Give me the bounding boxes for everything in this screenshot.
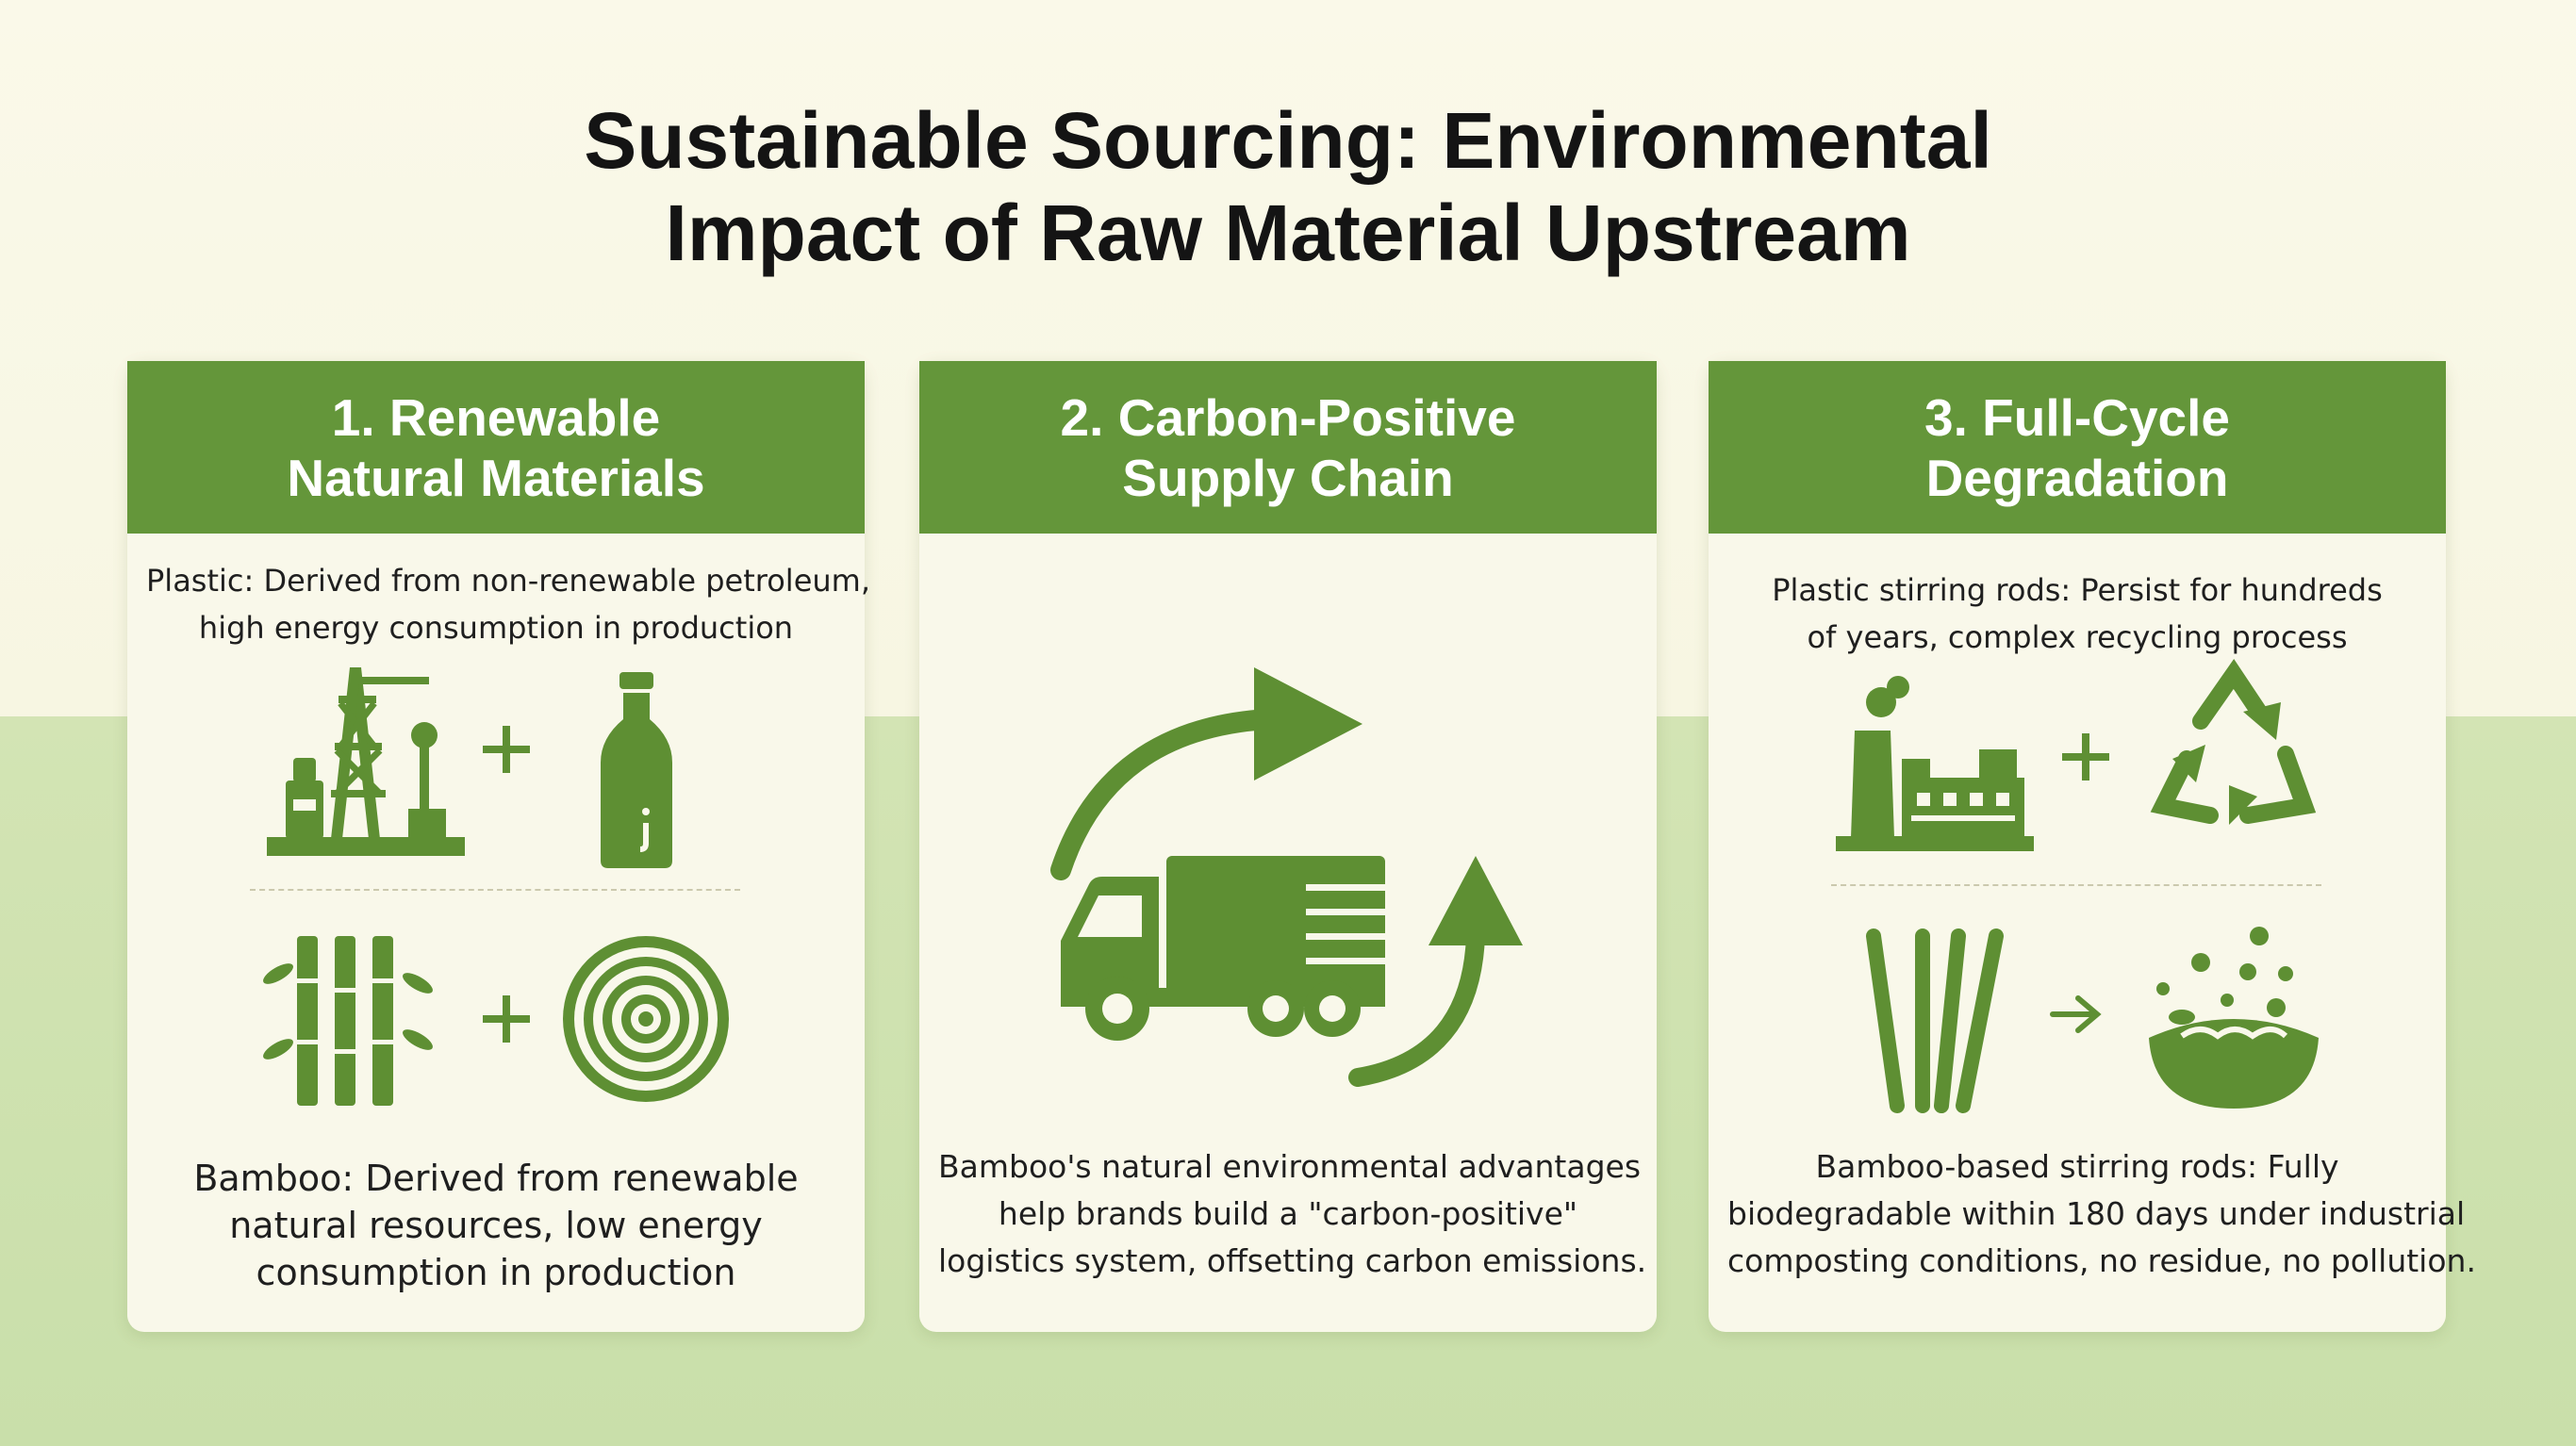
page-title-line-2: Impact of Raw Material Upstream — [665, 189, 1911, 277]
upward-arrow-icon — [1348, 851, 1537, 1087]
card-carbon-positive: 2. Carbon-Positive Supply Chain — [919, 361, 1657, 1332]
wood-rings-icon — [561, 934, 731, 1104]
card-1-bamboo-text-line-3: consumption in production — [256, 1252, 736, 1293]
card-1-plastic-text: Plastic: Derived from non-renewable petr… — [146, 557, 870, 651]
plus-icon — [478, 721, 535, 778]
card-3-header: 3. Full-Cycle Degradation — [1709, 361, 2446, 534]
card-3-divider — [1831, 884, 2321, 886]
card-2-text-line-3: logistics system, offsetting carbon emis… — [938, 1242, 1647, 1279]
card-1-header: 1. Renewable Natural Materials — [127, 361, 865, 534]
card-1-plastic-text-line-2: high energy consumption in production — [198, 610, 794, 646]
curved-arrow-icon — [1050, 663, 1391, 880]
factory-icon — [1836, 665, 2034, 853]
card-2-text-line-1: Bamboo's natural environmental advantage… — [938, 1148, 1642, 1185]
plus-icon — [2057, 729, 2114, 785]
card-3-heading-line-2: Degradation — [1925, 448, 2229, 507]
card-renewable-materials: 1. Renewable Natural Materials Plastic: … — [127, 361, 870, 1332]
card-2-heading-line-2: Supply Chain — [1122, 448, 1454, 507]
compost-bowl-icon — [2144, 925, 2323, 1113]
stirring-rods-icon — [1855, 927, 2015, 1115]
card-1-heading-line-2: Natural Materials — [287, 448, 705, 507]
card-3-plastic-text-line-2: of years, complex recycling process — [1807, 619, 2348, 655]
card-1-plastic-text-line-1: Plastic: Derived from non-renewable petr… — [146, 563, 870, 599]
page-title-line-1: Sustainable Sourcing: Environmental — [584, 96, 1992, 185]
card-1-bamboo-text-line-1: Bamboo: Derived from renewable — [193, 1158, 799, 1199]
card-3-heading-line-1: 3. Full-Cycle — [1924, 387, 2230, 447]
card-2-header: 2. Carbon-Positive Supply Chain — [919, 361, 1657, 534]
card-2-heading-line-1: 2. Carbon-Positive — [1060, 387, 1516, 447]
card-3-plastic-text: Plastic stirring rods: Persist for hundr… — [1727, 567, 2427, 661]
card-1-divider — [250, 889, 740, 891]
arrow-right-icon — [2048, 991, 2105, 1038]
card-2-text-line-2: help brands build a "carbon-positive" — [998, 1195, 1578, 1232]
card-1-bamboo-text: Bamboo: Derived from renewable natural r… — [146, 1155, 846, 1296]
bamboo-icon — [259, 936, 438, 1106]
card-3-bamboo-text-line-1: Bamboo-based stirring rods: Fully — [1815, 1148, 2339, 1185]
card-full-cycle-degradation: 3. Full-Cycle Degradation Plastic stirri… — [1709, 361, 2476, 1332]
card-3-plastic-text-line-1: Plastic stirring rods: Persist for hundr… — [1772, 572, 2383, 608]
card-1-bamboo-text-line-2: natural resources, low energy — [229, 1205, 763, 1246]
page-title: Sustainable Sourcing: Environmental Impa… — [0, 94, 2576, 279]
card-1-heading-line-1: 1. Renewable — [331, 387, 661, 447]
card-2-text: Bamboo's natural environmental advantage… — [938, 1143, 1647, 1285]
recycle-icon — [2144, 659, 2323, 844]
delivery-truck-icon — [1061, 856, 1410, 1044]
card-3-bamboo-text-line-2: biodegradable within 180 days under indu… — [1727, 1195, 2466, 1232]
plastic-bottle-icon — [599, 672, 674, 870]
oil-rig-icon — [267, 667, 465, 865]
card-3-bamboo-text: Bamboo-based stirring rods: Fully biodeg… — [1727, 1143, 2476, 1285]
plus-icon — [478, 991, 535, 1047]
card-3-bamboo-text-line-3: composting conditions, no residue, no po… — [1727, 1242, 2476, 1279]
